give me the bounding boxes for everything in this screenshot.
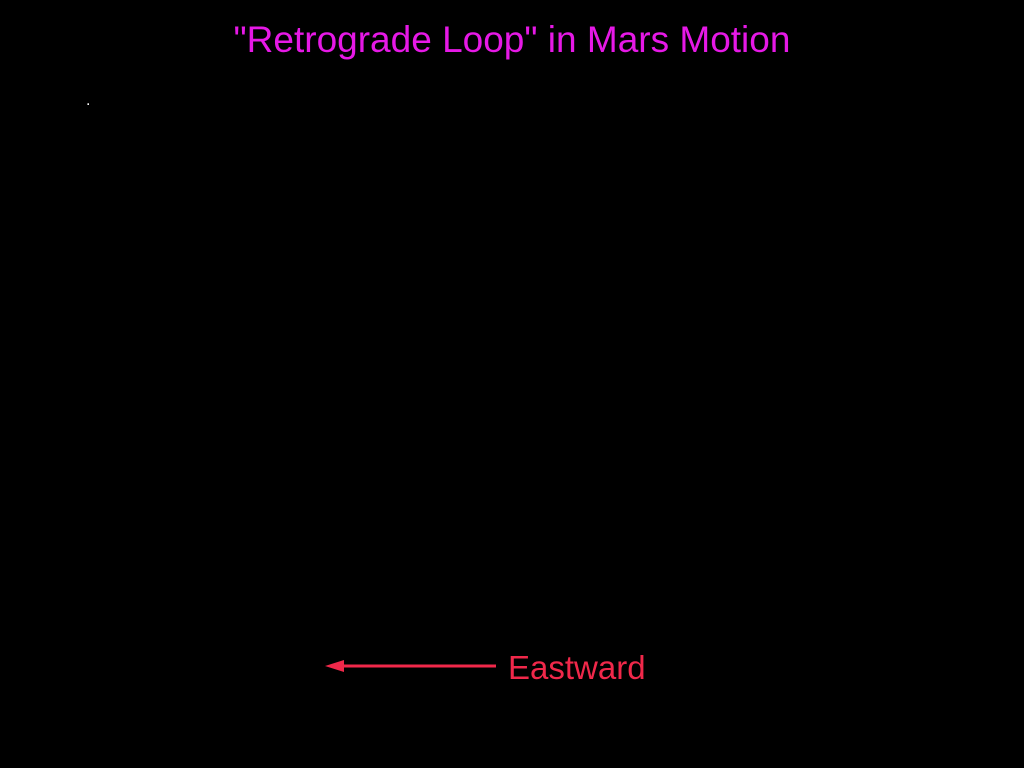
arrow-head: [325, 660, 344, 672]
eastward-arrow-icon: [325, 660, 496, 672]
bullet-dot: .: [86, 92, 91, 109]
slide-title: "Retrograde Loop" in Mars Motion: [233, 19, 791, 60]
direction-label: Eastward: [508, 649, 646, 686]
